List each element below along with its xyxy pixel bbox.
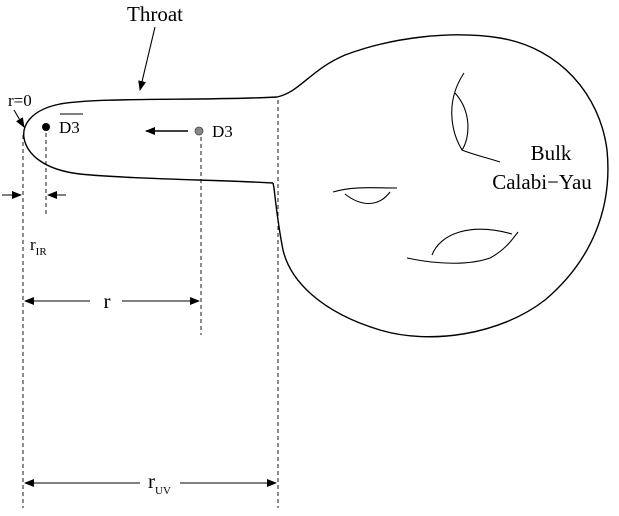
bulk-handle-1-inner xyxy=(454,92,469,151)
r-ir-label: rIR xyxy=(30,235,47,258)
r-zero-arrow xyxy=(13,109,25,128)
bulk-handle-2-inner xyxy=(344,191,391,205)
calabi-yau-label: Calabi−Yau xyxy=(492,170,592,194)
bulk-handle-3 xyxy=(406,231,519,264)
d3-label: D3 xyxy=(212,122,233,141)
throat-outline xyxy=(23,96,278,184)
anti-d3-label: D3 xyxy=(59,118,80,137)
bulk-handle-1 xyxy=(451,72,501,163)
bulk-handle-3-inner xyxy=(431,228,513,256)
bulk-label: Bulk xyxy=(531,141,572,165)
r-uv-label: rUV xyxy=(148,469,171,497)
bulk-handle-2 xyxy=(332,187,398,193)
r-zero-label: r=0 xyxy=(8,91,32,110)
bulk-outline xyxy=(273,34,609,338)
r-label: r xyxy=(104,289,111,313)
anti-d3-dot xyxy=(42,123,50,131)
d3-dot xyxy=(194,126,204,136)
throat-arrow xyxy=(138,26,156,91)
throat-end-edge xyxy=(272,182,275,189)
throat-label: Throat xyxy=(127,2,183,26)
